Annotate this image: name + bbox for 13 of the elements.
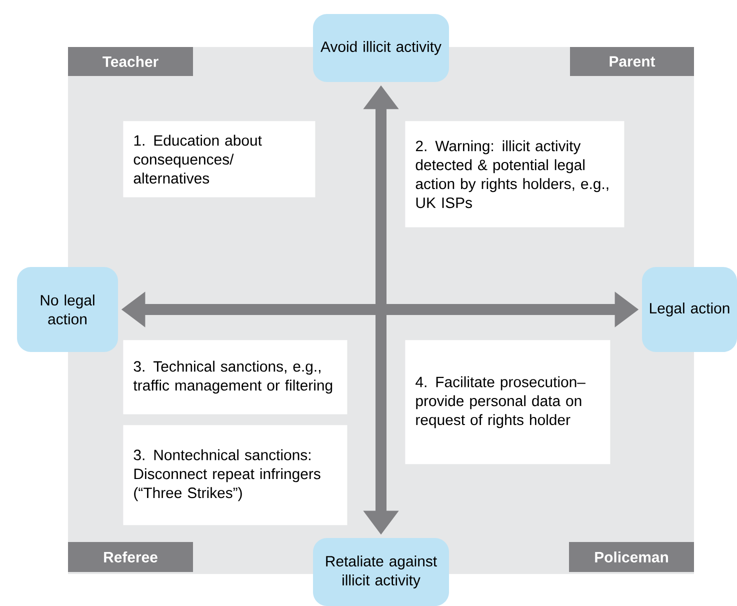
note-box: 4. Facilitate prosecution–provide personal data on request of rights holder bbox=[405, 340, 610, 464]
role-label: Referee bbox=[68, 542, 193, 572]
role-label: Parent bbox=[570, 47, 694, 76]
role-label: Policeman bbox=[569, 542, 694, 572]
role-label: Teacher bbox=[68, 47, 193, 76]
goal-box: Legal action bbox=[642, 266, 737, 352]
goal-box: Avoid illicit activity bbox=[313, 14, 449, 82]
note-box: 3. Technical sanctions, e.g., traffic management or filtering bbox=[123, 340, 348, 414]
note-box: 1. Education about consequences/ alternatives bbox=[123, 121, 316, 198]
goal-box: Retaliate against illicit activity bbox=[313, 538, 449, 606]
note-box: 2. Warning: illicit activity detected & potential legal action by rights holders, e.g., UK ISPs bbox=[405, 121, 624, 228]
goal-box: No legal action bbox=[17, 266, 118, 352]
note-box: 3. Nontechnical sanctions: Disconnect repeat infringers (“Three Strikes”) bbox=[123, 425, 348, 526]
